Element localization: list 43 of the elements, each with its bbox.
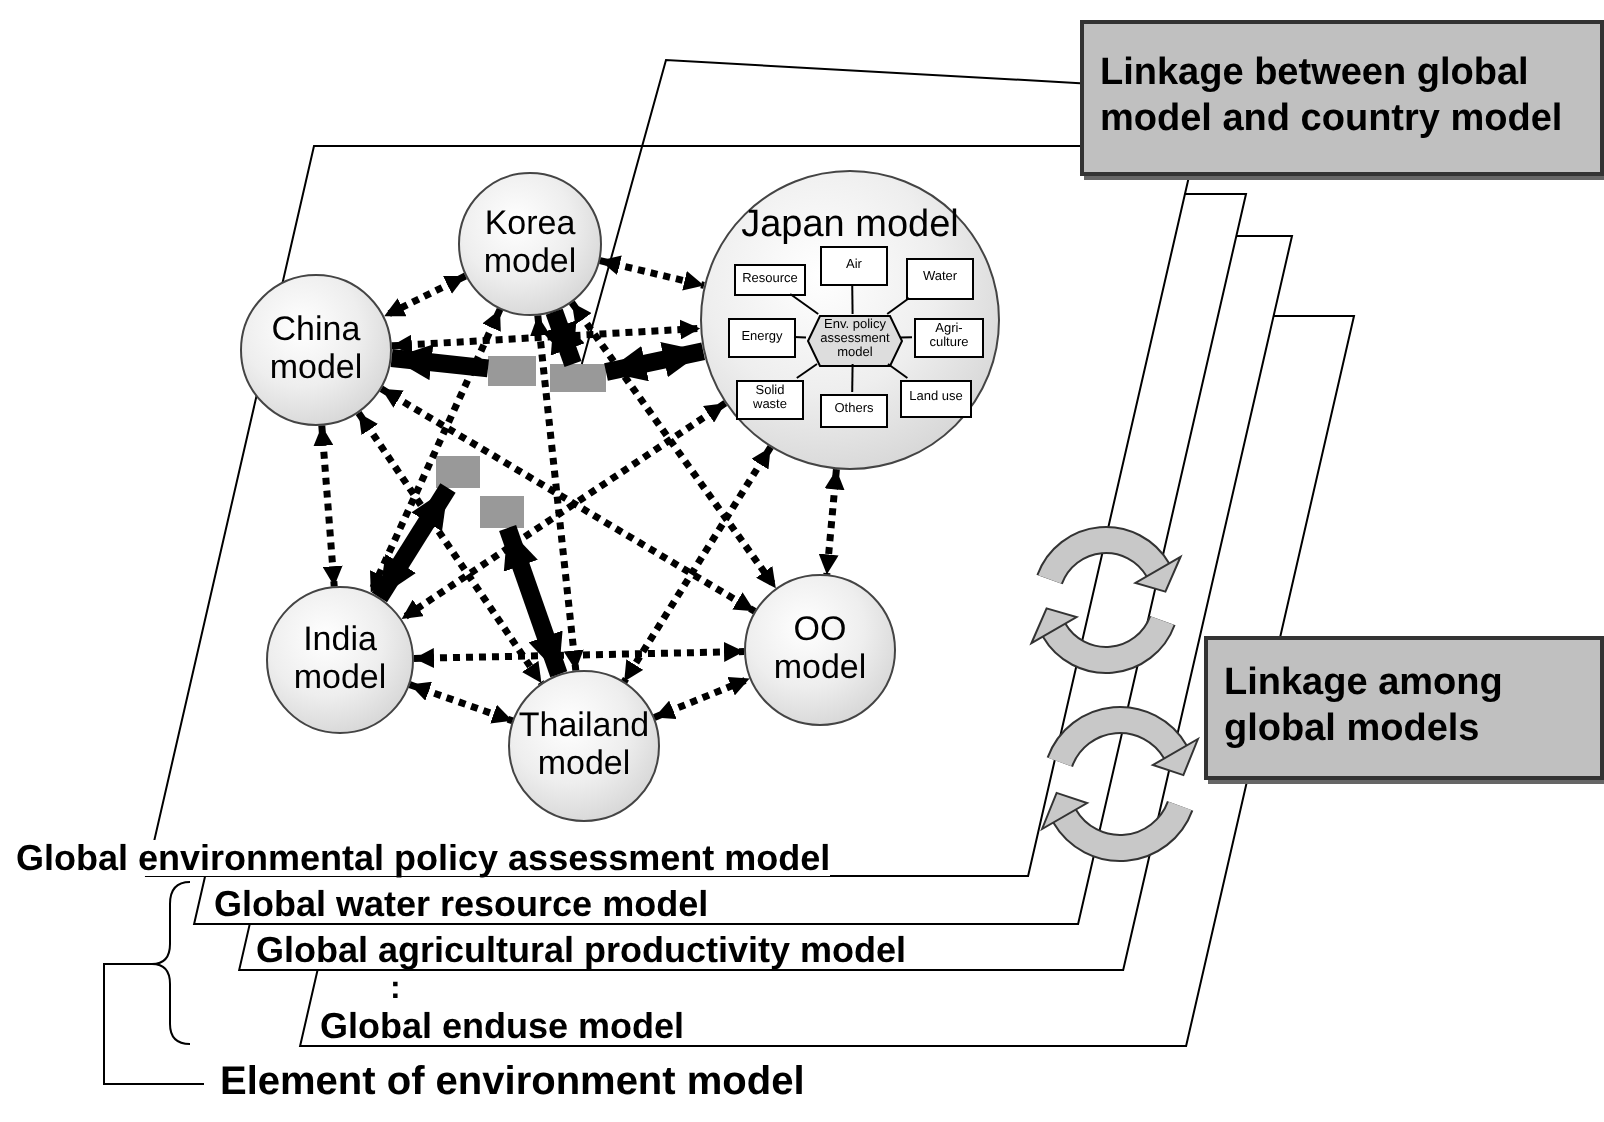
leader-line <box>580 58 1081 365</box>
arrow <box>542 308 585 368</box>
connector-line <box>887 363 909 379</box>
layer-label: Global agricultural productivity model <box>256 932 907 968</box>
connector-line <box>851 363 854 393</box>
shaded-block <box>436 456 480 488</box>
connector-line <box>789 293 820 315</box>
callout-box: Linkage between global model and country model <box>1080 20 1604 176</box>
arrow <box>599 255 705 291</box>
arrow <box>818 469 845 575</box>
layer-label: Global environmental policy assessment model <box>16 840 831 876</box>
arrow <box>313 425 343 587</box>
connector-line <box>793 336 807 339</box>
circle-title: Japan model <box>739 206 961 244</box>
arrow <box>390 344 489 381</box>
arrow <box>413 642 745 668</box>
connector-line <box>795 363 818 379</box>
arrow <box>568 300 779 591</box>
layer-label: Global enduse model <box>320 1008 685 1044</box>
bracket-label: Element of environment model <box>220 1062 805 1102</box>
arrow <box>499 525 568 678</box>
shaded-block <box>550 364 606 392</box>
arrow <box>379 385 757 615</box>
arrow <box>355 411 545 685</box>
connector-line <box>886 297 911 315</box>
callout-box: Linkage among global models <box>1204 636 1604 780</box>
shaded-block <box>488 356 536 386</box>
arrow <box>604 341 706 382</box>
connector-line <box>851 283 854 315</box>
hexagon-shape <box>808 316 902 366</box>
arrow <box>530 315 584 671</box>
arrow <box>653 675 751 721</box>
arrow <box>391 319 701 355</box>
arrow <box>399 400 728 622</box>
arrow <box>367 307 504 595</box>
arrow <box>371 483 456 603</box>
layer-label: Global water resource model <box>214 886 709 922</box>
arrow <box>382 272 467 320</box>
ellipsis-mark: : <box>390 974 401 1006</box>
arrow <box>621 445 774 684</box>
shaded-block <box>480 496 524 528</box>
arrow <box>408 681 514 725</box>
connector-line <box>899 336 913 339</box>
